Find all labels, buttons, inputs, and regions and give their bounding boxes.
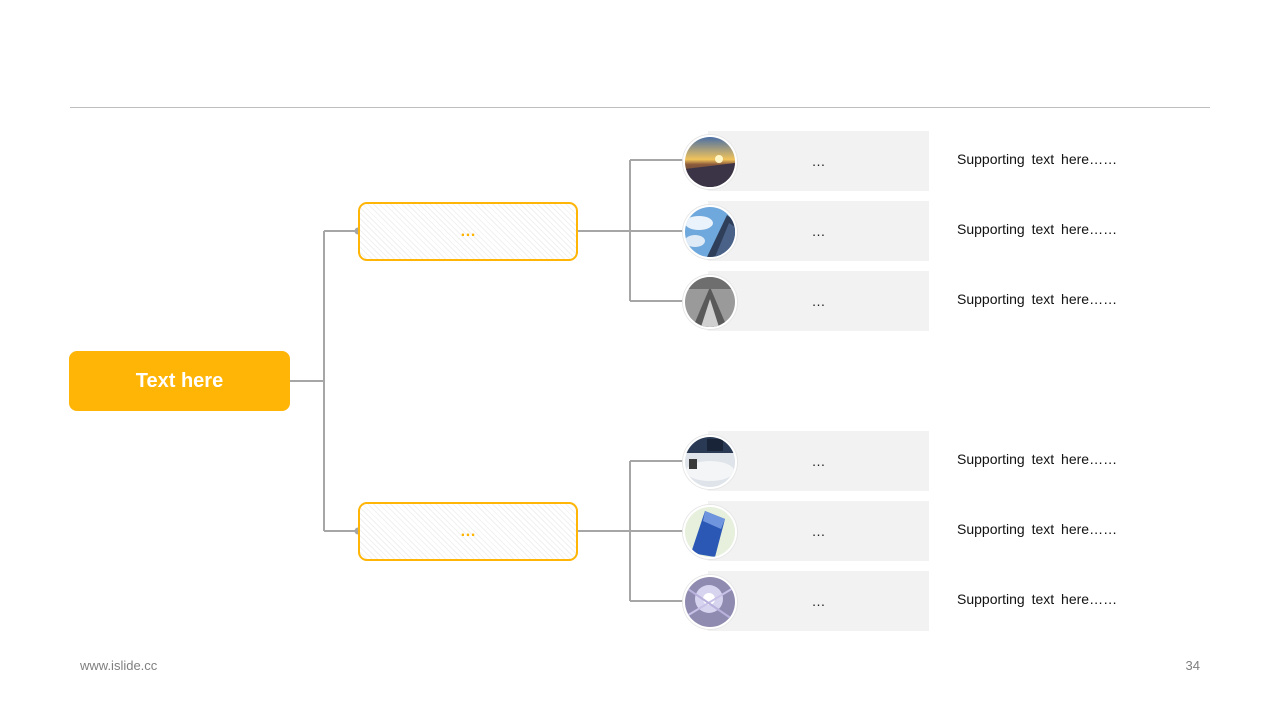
branch-node-2: …	[358, 502, 578, 561]
branch-node-2-label: …	[460, 522, 476, 540]
sunset-road-photo	[683, 135, 737, 189]
supporting-text-3: Supporting text here……	[957, 291, 1118, 307]
root-node-label: Text here	[135, 369, 224, 392]
supporting-text-5: Supporting text here……	[957, 521, 1118, 537]
skyscraper-sky-photo	[683, 205, 737, 259]
page-number: 34	[1185, 658, 1200, 673]
leaf-node-1-label: …	[811, 153, 826, 169]
tower-grayscale-photo	[683, 275, 737, 329]
blue-building-photo	[683, 505, 737, 559]
leaf-node-1: …	[708, 131, 929, 191]
light-flare-photo	[683, 575, 737, 629]
branch-node-1: …	[358, 202, 578, 261]
office-desk-photo	[683, 435, 737, 489]
supporting-text-6: Supporting text here……	[957, 591, 1118, 607]
leaf-node-4-label: …	[811, 453, 826, 469]
leaf-node-5-label: …	[811, 523, 826, 539]
leaf-node-2-label: …	[811, 223, 826, 239]
leaf-node-5: …	[708, 501, 929, 561]
leaf-node-3-label: …	[811, 293, 826, 309]
supporting-text-2: Supporting text here……	[957, 221, 1118, 237]
top-divider	[70, 107, 1210, 108]
branch-node-1-label: …	[460, 222, 476, 240]
root-node: Text here	[69, 351, 290, 411]
supporting-text-1: Supporting text here……	[957, 151, 1118, 167]
leaf-node-3: …	[708, 271, 929, 331]
footer-url[interactable]: www.islide.cc	[80, 658, 158, 673]
supporting-text-4: Supporting text here……	[957, 451, 1118, 467]
leaf-node-6-label: …	[811, 593, 826, 609]
leaf-node-6: …	[708, 571, 929, 631]
leaf-node-2: …	[708, 201, 929, 261]
leaf-node-4: …	[708, 431, 929, 491]
